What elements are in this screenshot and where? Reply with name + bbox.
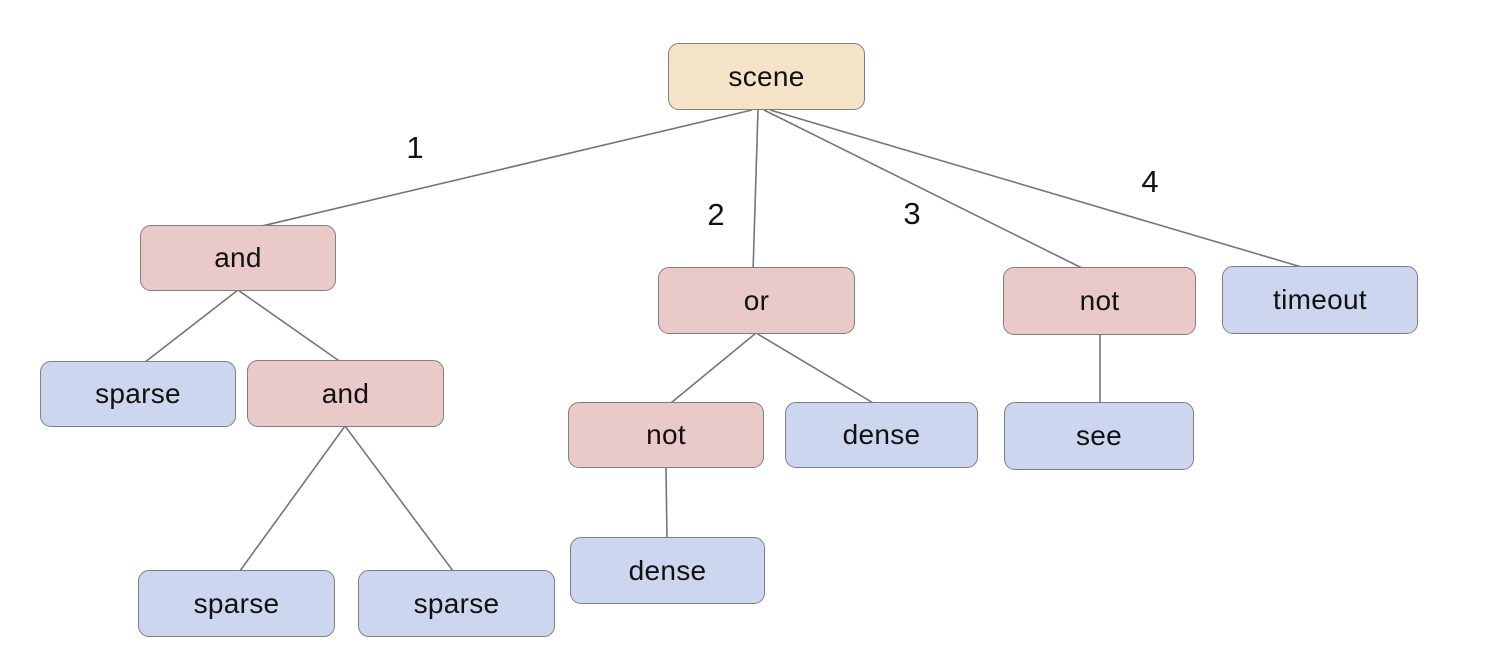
node-label: not bbox=[646, 419, 686, 450]
node-not-1: not bbox=[1003, 267, 1196, 335]
node-label: or bbox=[743, 284, 770, 316]
node-timeout: timeout bbox=[1222, 266, 1418, 334]
node-dense-2: dense bbox=[570, 537, 765, 604]
node-label: scene bbox=[728, 60, 805, 92]
edge-label-2: 2 bbox=[707, 197, 725, 232]
node-label: sparse bbox=[413, 587, 500, 619]
node-dense-1: dense bbox=[785, 402, 978, 468]
node-sparse-1: sparse bbox=[40, 361, 236, 427]
node-label: sparse bbox=[95, 378, 181, 409]
node-sparse-3: sparse bbox=[358, 570, 555, 637]
node-label: and bbox=[214, 242, 262, 273]
node-label: dense bbox=[842, 419, 921, 450]
node-scene: scene bbox=[668, 43, 865, 110]
node-label: see bbox=[1075, 420, 1123, 451]
edge-label-1: 1 bbox=[406, 130, 424, 165]
node-and-1: and bbox=[140, 225, 336, 291]
node-label: dense bbox=[628, 554, 707, 586]
edge-or-not bbox=[665, 332, 757, 408]
node-sparse-2: sparse bbox=[138, 570, 335, 637]
edge-label-3: 3 bbox=[903, 196, 921, 231]
edge-and-sparse bbox=[139, 289, 239, 367]
edge-or-dense bbox=[755, 332, 881, 408]
edge-and2-sparse-left bbox=[236, 425, 346, 576]
edge-label-4: 4 bbox=[1141, 164, 1159, 199]
edge-not2-dense bbox=[665, 466, 668, 543]
edge-and-and bbox=[237, 289, 346, 366]
edge-scene-and bbox=[244, 109, 753, 231]
edge-scene-or bbox=[752, 109, 759, 273]
node-or: or bbox=[658, 267, 855, 334]
node-and-2: and bbox=[247, 360, 444, 427]
node-see: see bbox=[1004, 402, 1194, 470]
node-label: and bbox=[321, 377, 370, 409]
edge-and2-sparse-right bbox=[344, 425, 457, 576]
node-label: not bbox=[1079, 285, 1120, 316]
edge-scene-not bbox=[763, 109, 1091, 273]
node-label: timeout bbox=[1273, 284, 1367, 315]
node-not-2: not bbox=[568, 402, 764, 468]
node-label: sparse bbox=[193, 587, 280, 619]
edge-scene-timeout bbox=[769, 109, 1316, 272]
